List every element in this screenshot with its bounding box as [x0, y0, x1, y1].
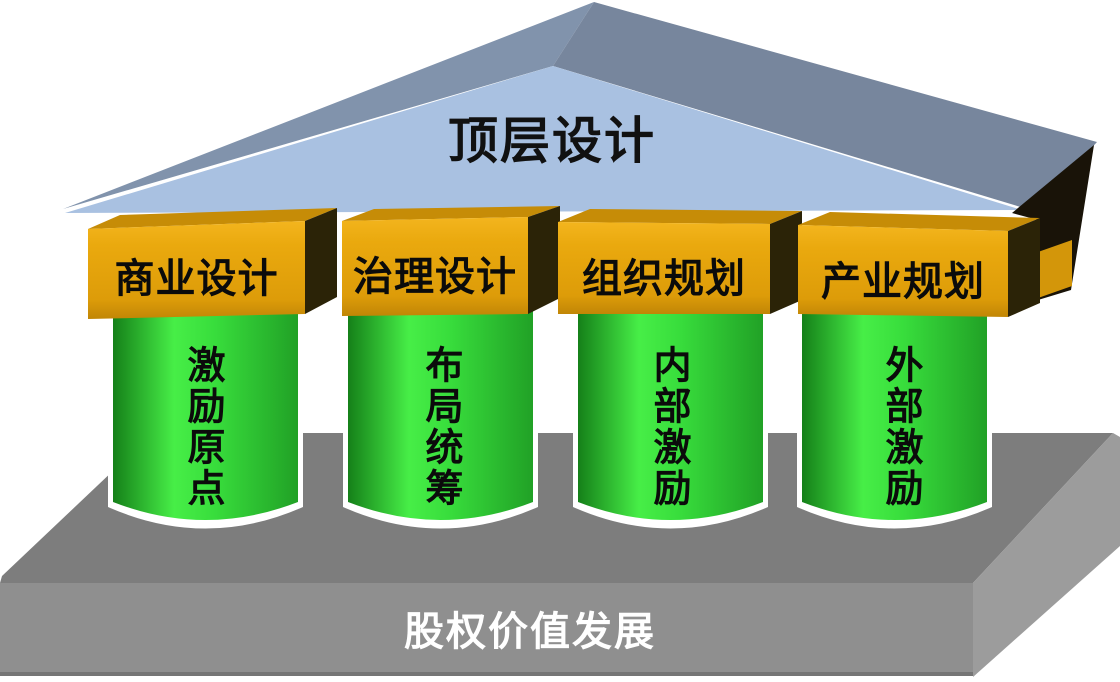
right-eave-shadow — [1012, 145, 1094, 300]
header-box-1-front — [88, 221, 305, 319]
plinth-right-side-face — [973, 433, 1120, 677]
plinth-front-face — [0, 583, 973, 676]
header-box-3-front — [558, 222, 770, 314]
header-box-2-top — [342, 206, 560, 221]
header-label-3: 组织规划 — [582, 256, 746, 302]
header-box-3-side — [770, 211, 802, 314]
header-box-1-top — [88, 208, 337, 229]
plinth-bottom-edge — [0, 672, 973, 676]
roof-front-face — [65, 66, 1022, 213]
roof-right-slope — [553, 2, 1097, 211]
pillar-4-cylinder — [802, 306, 987, 520]
pillar-label-3: 内部激励 — [647, 344, 691, 509]
header-box-1-side — [305, 208, 337, 314]
pillar-label-1: 激励原点 — [181, 344, 225, 509]
header-label-4: 产业规划 — [821, 259, 985, 305]
pillar-1-cylinder — [113, 306, 298, 520]
header-box-4-top — [798, 212, 1040, 231]
header-box-2-front — [342, 217, 528, 316]
header-box-4-side — [1008, 218, 1040, 317]
header-box-3-top — [558, 209, 802, 224]
header-box-2-side — [528, 206, 560, 314]
pillar-label-2: 布局统筹 — [419, 344, 463, 509]
roof-title: 顶层设计 — [448, 112, 656, 170]
header-box-4-front — [798, 225, 1008, 317]
gold-beam-return — [1038, 240, 1072, 298]
pillar-label-4: 外部激励 — [879, 344, 923, 509]
plinth-label: 股权价值发展 — [404, 609, 656, 655]
header-label-2: 治理设计 — [353, 254, 517, 300]
pillar-3-cylinder — [578, 306, 763, 520]
header-label-1: 商业设计 — [114, 256, 279, 302]
roof-left-slope — [63, 2, 594, 209]
pillar-2-cylinder — [348, 306, 533, 520]
